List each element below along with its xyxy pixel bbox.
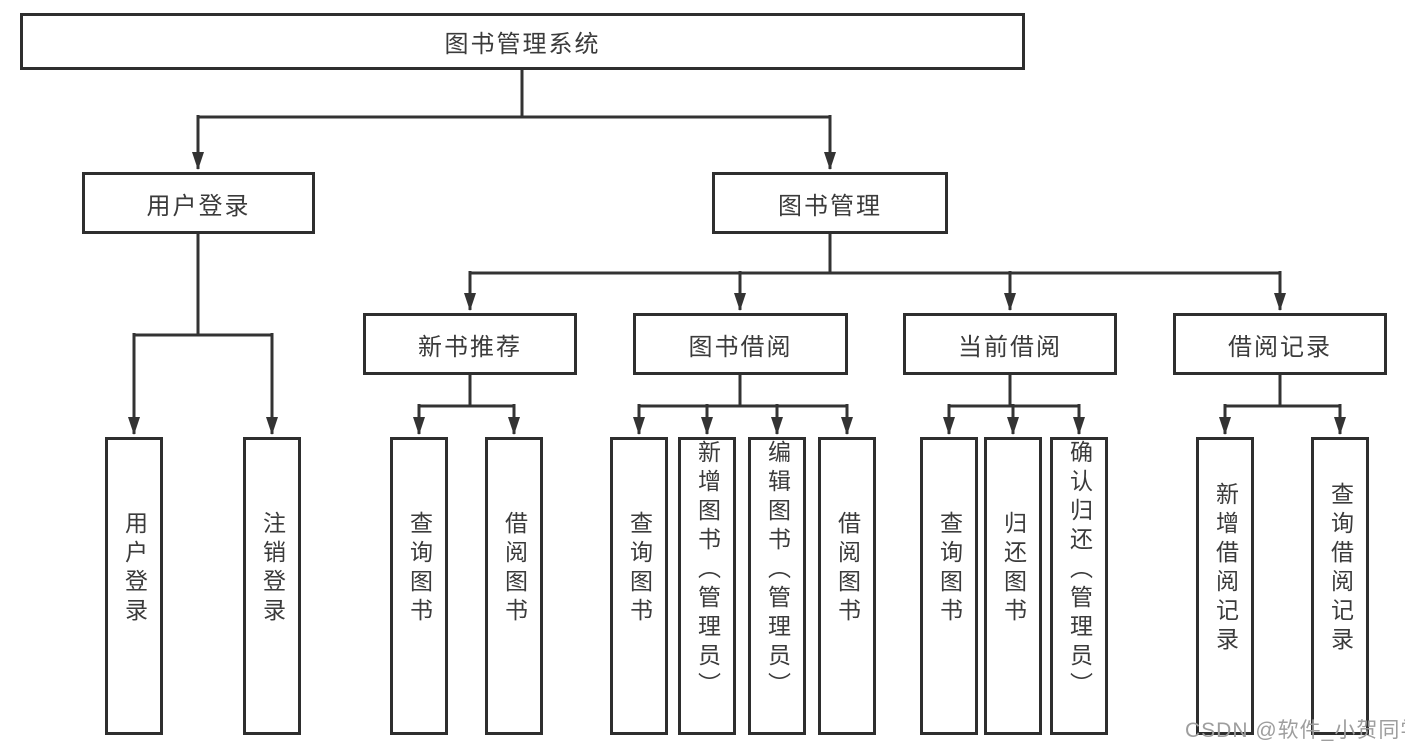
node-user-login: 用户登录 (82, 172, 315, 234)
csdn-watermark: CSDN @软件_小贺同学 (1185, 719, 1405, 742)
node-new-book-recommend: 新书推荐 (363, 313, 577, 375)
node-label: 查询图书 (406, 511, 433, 627)
leaf-query-books-borrow: 查询图书 (610, 437, 668, 735)
node-label: 新书推荐 (418, 333, 522, 361)
leaf-confirm-return-admin: 确认归还（管理员） (1050, 437, 1108, 735)
node-label: 图书管理系统 (444, 31, 601, 58)
node-label: 确认归还（管理员） (1066, 440, 1093, 701)
node-label: 当前借阅 (958, 333, 1062, 361)
node-label: 借阅记录 (1228, 333, 1332, 361)
leaf-user-login: 用户登录 (105, 437, 163, 735)
node-label: 查询图书 (626, 511, 653, 627)
leaf-edit-books-admin: 编辑图书（管理员） (748, 437, 806, 735)
node-label: 用户登录 (121, 511, 148, 627)
leaf-query-books-current: 查询图书 (920, 437, 978, 735)
leaf-borrow-books-recommend: 借阅图书 (485, 437, 543, 735)
node-label: 编辑图书（管理员） (764, 440, 791, 701)
node-borrow-records: 借阅记录 (1173, 313, 1387, 375)
leaf-logout: 注销登录 (243, 437, 301, 735)
node-label: 借阅图书 (834, 511, 861, 627)
leaf-add-books-admin: 新增图书（管理员） (678, 437, 736, 735)
node-label: 查询图书 (936, 511, 963, 627)
node-label: 图书借阅 (688, 333, 793, 361)
leaf-return-books: 归还图书 (984, 437, 1042, 735)
node-label: 查询借阅记录 (1327, 482, 1354, 656)
node-book-management: 图书管理 (712, 172, 948, 234)
node-label: 用户登录 (146, 192, 251, 220)
node-label: 借阅图书 (501, 511, 528, 627)
node-label: 归还图书 (1000, 511, 1027, 627)
node-label: 新增借阅记录 (1212, 482, 1239, 656)
node-current-borrow: 当前借阅 (903, 313, 1117, 375)
node-label: 新增图书（管理员） (694, 440, 721, 701)
node-book-borrow: 图书借阅 (633, 313, 848, 375)
node-root-system: 图书管理系统 (20, 13, 1025, 70)
leaf-borrow-books: 借阅图书 (818, 437, 876, 735)
leaf-query-borrow-record: 查询借阅记录 (1311, 437, 1369, 735)
leaf-add-borrow-record: 新增借阅记录 (1196, 437, 1254, 735)
node-label: 注销登录 (259, 511, 286, 627)
leaf-query-books-recommend: 查询图书 (390, 437, 448, 735)
node-label: 图书管理 (778, 192, 882, 220)
